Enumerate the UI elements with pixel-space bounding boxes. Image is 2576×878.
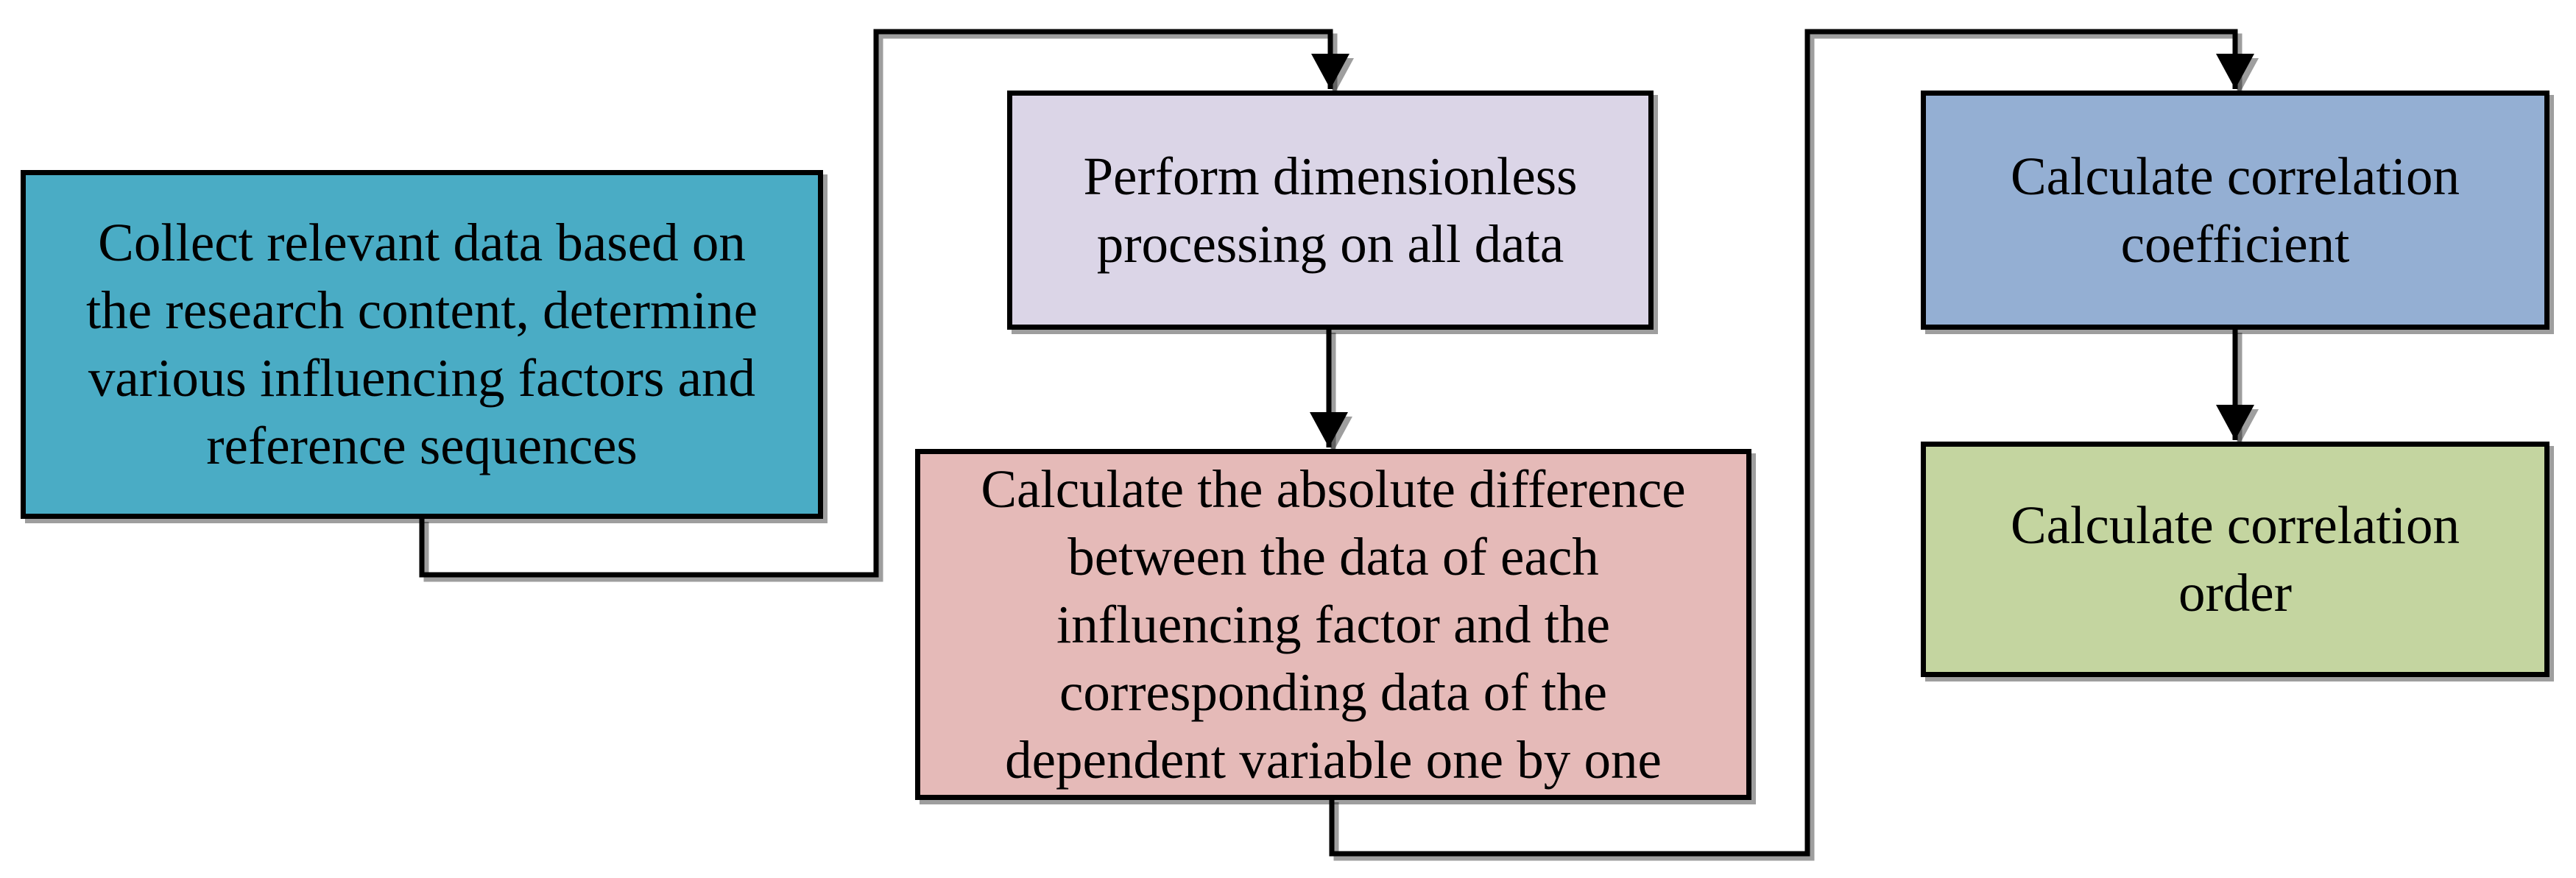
flow-step-correlation-coefficient-label: Calculate correlation coefficient [2010,146,2460,274]
connector-difference-to-coefficient [1329,29,2254,857]
connector-collect-to-dimensionless [419,29,1349,578]
flow-step-correlation-coefficient: Calculate correlation coefficient [1921,91,2549,330]
flow-step-correlation-order-label: Calculate correlation order [2010,495,2460,623]
flow-step-absolute-difference: Calculate the absolute difference betwee… [915,449,1751,800]
flow-step-collect-data: Collect relevant data based on the resea… [21,170,823,519]
flow-step-collect-data-label: Collect relevant data based on the resea… [85,213,758,475]
flow-step-correlation-order: Calculate correlation order [1921,442,2549,677]
flow-step-dimensionless-processing-label: Perform dimensionless processing on all … [1083,146,1578,274]
flow-step-absolute-difference-label: Calculate the absolute difference betwee… [981,459,1686,790]
flow-step-dimensionless-processing: Perform dimensionless processing on all … [1007,91,1654,330]
